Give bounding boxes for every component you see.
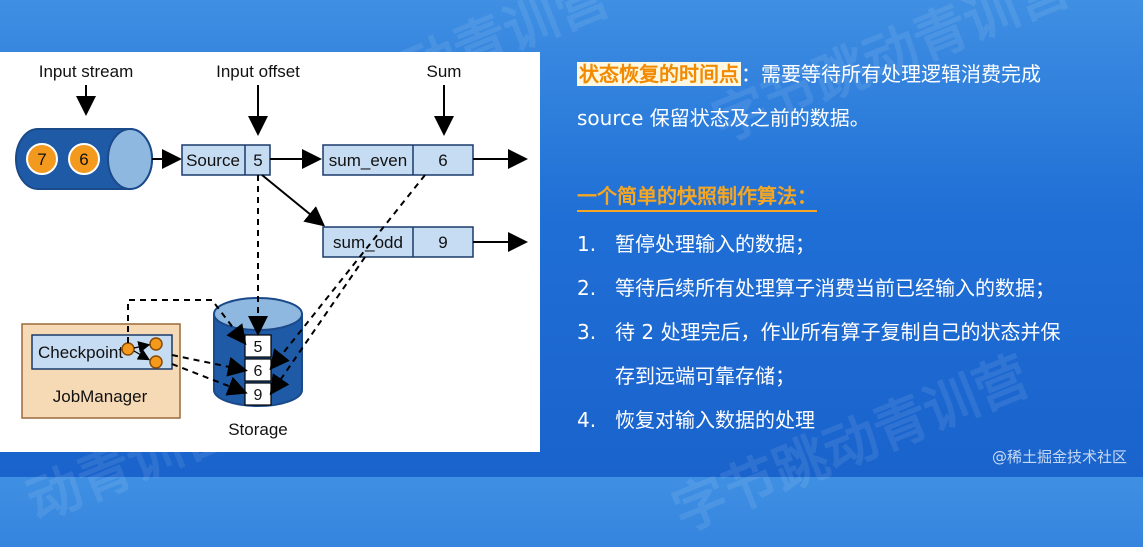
- list-item: 1. 暂停处理输入的数据；: [577, 222, 1137, 266]
- list-item: 4. 恢复对输入数据的处理: [577, 398, 1137, 442]
- sum-odd-label: sum_odd: [333, 233, 403, 252]
- site-credit: @稀土掘金技术社区: [991, 448, 1127, 466]
- label-input-stream: Input stream: [39, 62, 134, 81]
- checkpoint-diagram: Input stream Input offset Sum 7 6 Source…: [15, 62, 528, 439]
- step-number: 4.: [577, 408, 597, 432]
- explanation-text: 状态恢复的时间点：需要等待所有处理逻辑消费完成 source 保留状态及之前的数…: [577, 52, 1137, 442]
- step-number: [577, 354, 615, 398]
- step-text: 暂停处理输入的数据；: [615, 232, 815, 256]
- jobmanager-label: JobManager: [53, 387, 148, 406]
- storage-entry: 6: [254, 363, 263, 380]
- step-number: 1.: [577, 232, 597, 256]
- checkpoint-node: [149, 337, 163, 351]
- checkpoint-node: [149, 355, 163, 369]
- storage-label: Storage: [228, 420, 288, 439]
- label-sum: Sum: [427, 62, 462, 81]
- algo-title: 一个简单的快照制作算法：: [577, 184, 817, 212]
- list-item: 存到远端可靠存储；: [577, 354, 1137, 398]
- steps-list: 1. 暂停处理输入的数据； 2. 等待后续所有处理算子消费当前已经输入的数据； 3.…: [577, 222, 1137, 442]
- step-number: 3.: [577, 320, 597, 344]
- storage-entry: 9: [254, 387, 263, 404]
- source-label: Source: [186, 151, 240, 170]
- intro-rest: ：需要等待所有处理逻辑消费完成: [741, 62, 1041, 86]
- sum-odd-operator: sum_odd 9: [322, 226, 474, 258]
- input-stream-cylinder: 7 6: [15, 128, 153, 190]
- step-number: 2.: [577, 276, 597, 300]
- sum-even-value: 6: [438, 151, 447, 170]
- dashed-flows: [127, 174, 426, 396]
- intro-highlight: 状态恢复的时间点: [577, 62, 741, 86]
- jobmanager-box: Checkpoint JobManager: [21, 323, 181, 419]
- checkpoint-label: Checkpoint: [38, 343, 123, 362]
- stream-item-label: 6: [79, 150, 88, 169]
- label-input-offset: Input offset: [216, 62, 300, 81]
- stream-item: [26, 143, 58, 175]
- diagram-panel: Input stream Input offset Sum 7 6 Source…: [0, 52, 540, 452]
- step-text: 等待后续所有处理算子消费当前已经输入的数据；: [615, 276, 1055, 300]
- sum-even-label: sum_even: [329, 151, 407, 170]
- sum-odd-value: 9: [438, 233, 447, 252]
- list-item: 2. 等待后续所有处理算子消费当前已经输入的数据；: [577, 266, 1137, 310]
- step-text: 恢复对输入数据的处理: [615, 408, 815, 432]
- step-text: 存到远端可靠存储；: [615, 364, 795, 388]
- stream-item: [68, 143, 100, 175]
- storage-cylinder: 5 6 9: [213, 297, 303, 407]
- source-operator: Source 5: [181, 144, 271, 176]
- checkpoint-node: [121, 342, 135, 356]
- arrow-source-to-odd: [261, 174, 326, 227]
- source-offset-value: 5: [253, 151, 262, 170]
- intro-line: 状态恢复的时间点：需要等待所有处理逻辑消费完成: [577, 52, 1137, 96]
- algo-title-line: 一个简单的快照制作算法：: [577, 174, 1137, 218]
- step-text: 待 2 处理完后，作业所有算子复制自己的状态并保: [615, 320, 1061, 344]
- stream-item-label: 7: [37, 150, 46, 169]
- sum-even-operator: sum_even 6: [322, 144, 474, 176]
- storage-entry: 5: [254, 339, 263, 356]
- list-item: 3. 待 2 处理完后，作业所有算子复制自己的状态并保: [577, 310, 1137, 354]
- intro-line-2: source 保留状态及之前的数据。: [577, 106, 870, 130]
